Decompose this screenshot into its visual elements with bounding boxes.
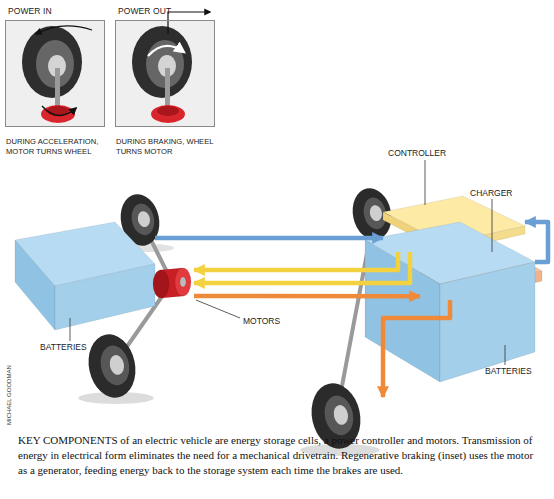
energy-flow-arrow (194, 294, 420, 299)
hub (136, 210, 151, 228)
part-label: BATTERIES (485, 366, 532, 376)
energy-flow-arrow (155, 236, 383, 241)
motor-symbol (41, 105, 75, 123)
part-label: MOTORS (243, 316, 280, 326)
leader-line (196, 300, 240, 318)
wheel (83, 330, 141, 402)
hub (108, 354, 126, 376)
shape-face (440, 262, 535, 382)
rim (129, 201, 157, 237)
leader-line (70, 318, 71, 341)
inset-background (5, 20, 105, 127)
energy-flow-arrow (194, 252, 398, 270)
energy-flow-arrow (194, 252, 410, 283)
rim (97, 343, 133, 388)
shape-face (365, 240, 440, 382)
motor-unit: MOTORS (150, 258, 194, 306)
power-out-arrow (168, 12, 210, 34)
battery-pack: BATTERIES (15, 222, 155, 332)
inset-wheel (22, 26, 82, 123)
battery-pack: BATTERIES (345, 222, 535, 397)
shape-face (175, 268, 191, 296)
part-label: BATTERIES (40, 342, 87, 352)
connector-group (155, 222, 548, 397)
inset-heading: POWER OUT (118, 6, 171, 16)
hub (332, 404, 350, 426)
hub (368, 204, 383, 222)
rim (321, 393, 357, 438)
motor-symbol (151, 105, 185, 123)
shape-outline (15, 222, 155, 332)
part-label: CONTROLLER (388, 148, 446, 158)
motor-end (157, 106, 179, 116)
rotation-arrow (42, 106, 76, 116)
inset-background (115, 20, 215, 127)
leader-line (425, 160, 426, 205)
inset-note: DURING ACCELERATION, MOTOR TURNS WHEEL (6, 137, 110, 156)
rotation-arrow (36, 26, 92, 34)
inset-heading: POWER IN (8, 6, 52, 16)
figure-caption: KEY COMPONENTS of an electric vehicle ar… (18, 433, 542, 478)
energy-flow-arrow (525, 222, 548, 262)
shape-face (180, 277, 186, 287)
inset-panel: POWER INDURING ACCELERATION, MOTOR TURNS… (5, 20, 105, 127)
leader-line (505, 345, 506, 365)
shape-face (15, 240, 55, 330)
rotation-arrow (148, 46, 184, 56)
credit-line: MICHAEL GOODMAN (6, 365, 13, 425)
inset-wheel (132, 26, 192, 123)
energy-flow-arrow (383, 300, 450, 397)
shape-outline (150, 258, 194, 306)
tire (22, 26, 82, 98)
inset-panel: POWER OUTDURING BRAKING, WHEEL TURNS MOT… (115, 20, 215, 127)
shape-face (55, 264, 155, 330)
part-label: CHARGER (470, 188, 513, 198)
leader-line (492, 199, 493, 252)
tire (132, 26, 192, 98)
inset-note: DURING BRAKING, WHEEL TURNS MOTOR (116, 137, 220, 156)
shape-face (153, 270, 169, 298)
tire (83, 330, 141, 402)
